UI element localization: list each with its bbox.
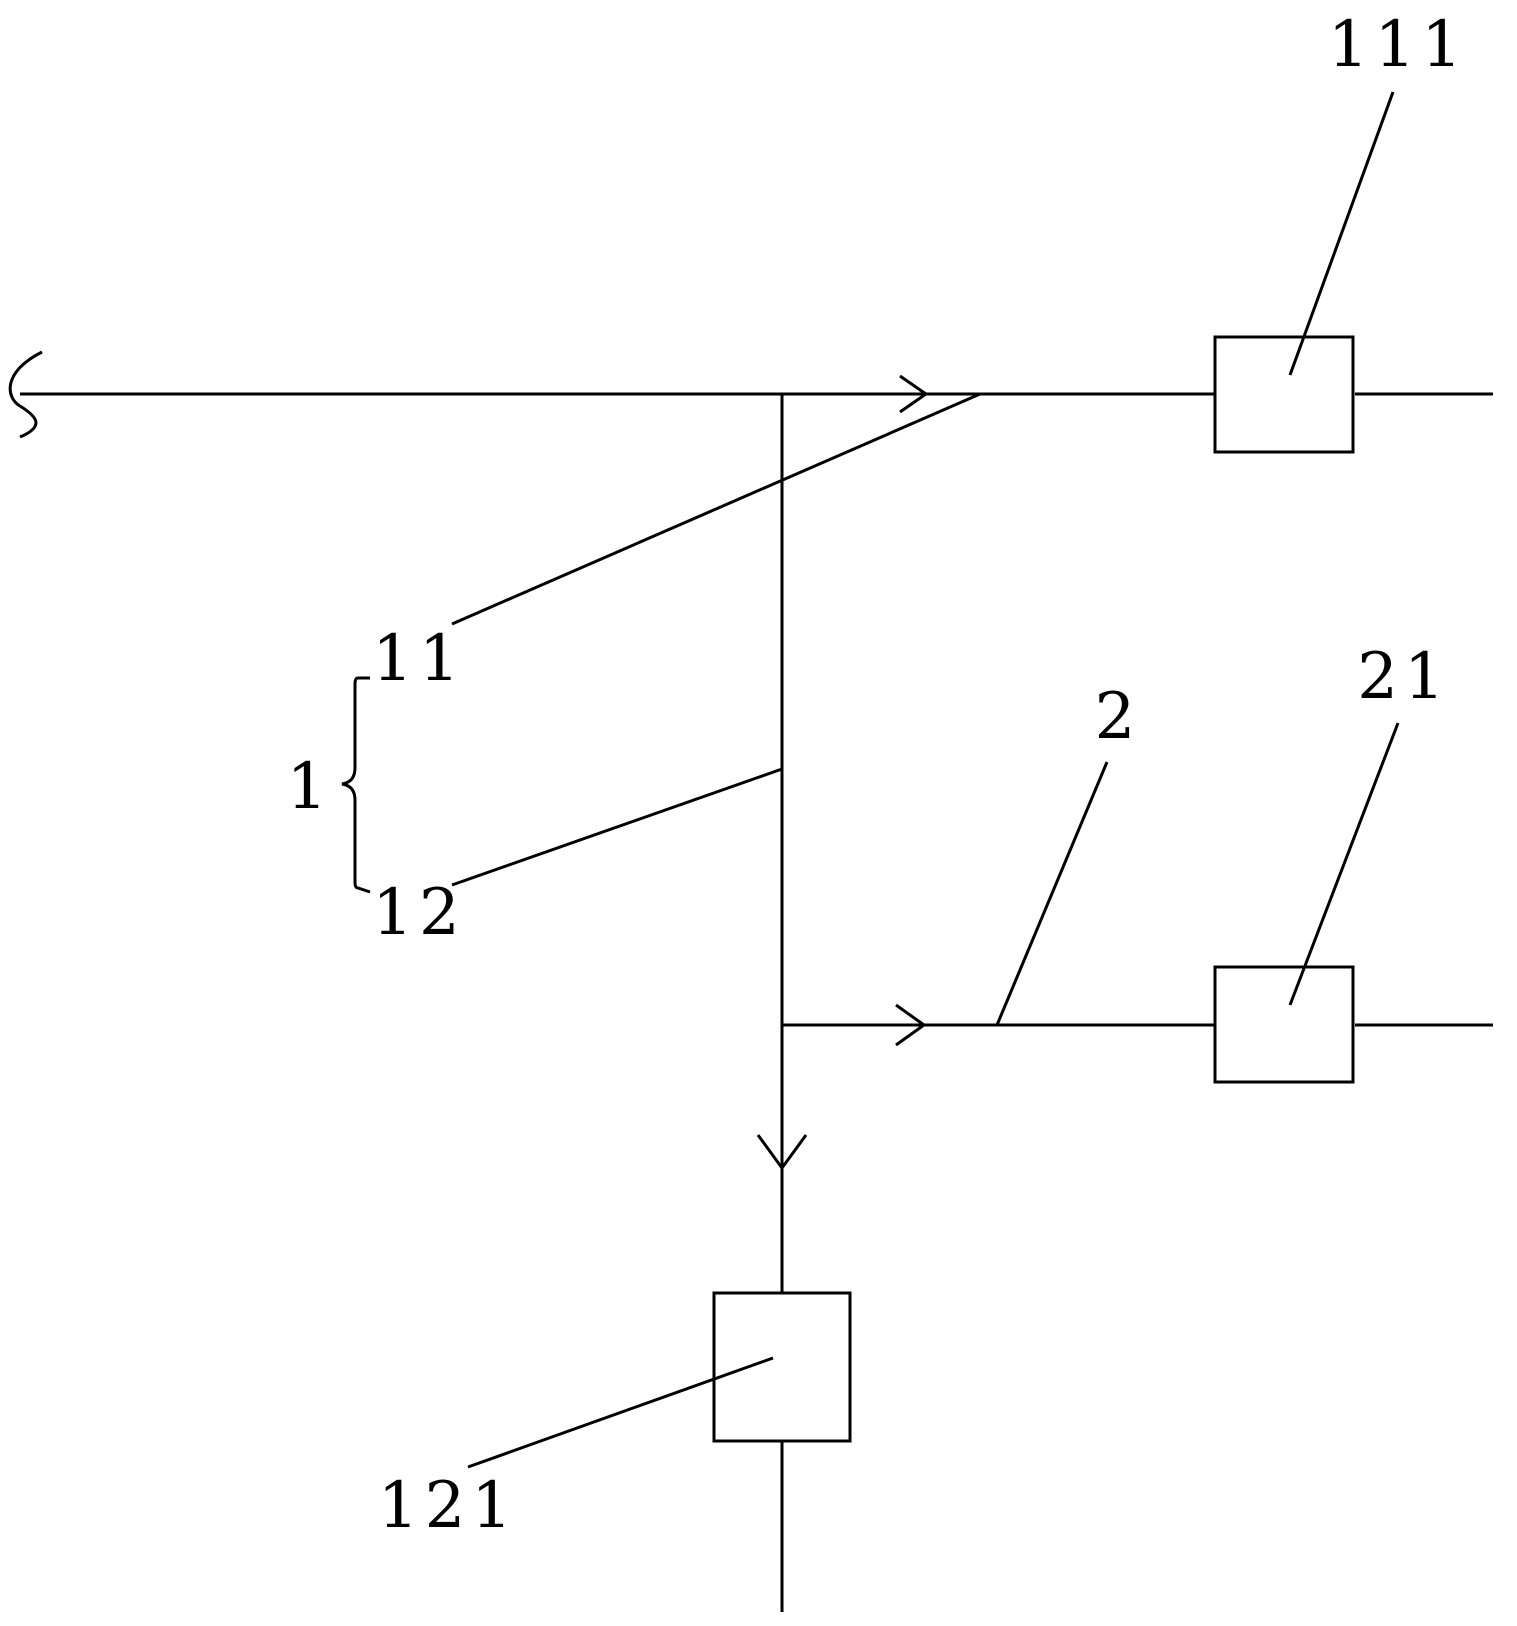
leader-line-11 [451, 392, 981, 626]
label-12: 12 [372, 876, 465, 950]
label-111: 111 [1328, 8, 1468, 82]
flow-arrow-down [756, 1134, 808, 1171]
label-1: 1 [287, 750, 334, 824]
device-box-111 [1213, 335, 1355, 454]
flow-arrow-right-top [899, 374, 929, 414]
group-brace [341, 676, 371, 894]
flow-arrow-right-bottom [895, 1003, 927, 1047]
leader-line-111 [1288, 91, 1395, 376]
pipe-break-symbol [8, 350, 43, 439]
leader-line-121 [467, 1356, 774, 1469]
device-box-121 [712, 1291, 852, 1443]
label-21: 21 [1357, 640, 1450, 714]
device-box-21 [1213, 965, 1355, 1084]
leader-line-21 [1288, 722, 1400, 1006]
label-11: 11 [372, 622, 465, 696]
label-2: 2 [1095, 680, 1142, 754]
leader-line-12 [451, 767, 783, 887]
leader-line-2 [995, 761, 1109, 1026]
label-121: 121 [378, 1469, 518, 1543]
